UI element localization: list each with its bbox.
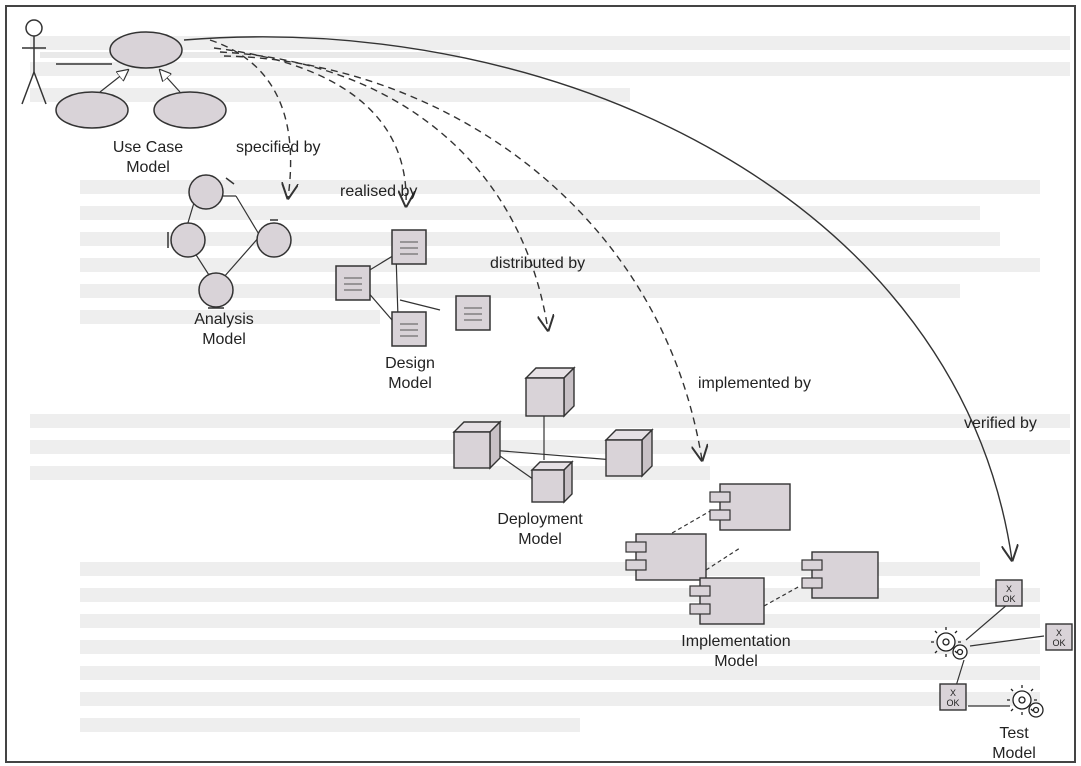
- design-class-box: [391, 311, 427, 347]
- component-box: [625, 533, 707, 581]
- deployment-model: Deployment Model: [452, 366, 654, 548]
- test-case-ok: OK: [1002, 594, 1015, 604]
- implemented-by-label: implemented by: [698, 375, 811, 392]
- specified-by-arrow: [209, 39, 291, 198]
- test-case-x: X: [950, 688, 956, 698]
- use-case-model-label-2: Model: [126, 159, 170, 176]
- use-case-ellipse: [109, 31, 183, 69]
- design-class-box: [455, 295, 491, 331]
- test-case-x: X: [1056, 628, 1062, 638]
- implementation-model-label-1: Implementation: [681, 633, 790, 650]
- realised-by-arrow: [213, 47, 406, 206]
- test-case-ok: OK: [946, 698, 959, 708]
- implemented-by-arrow: [223, 55, 702, 460]
- test-case-box: X OK: [939, 683, 967, 711]
- use-case-model-label-1: Use Case: [113, 139, 183, 156]
- specified-by-label: specified by: [236, 139, 321, 156]
- test-model: X OK X OK X OK Test: [931, 579, 1073, 762]
- use-case-ellipse: [55, 91, 129, 129]
- analysis-class: [198, 272, 234, 308]
- analysis-model-label-1: Analysis: [194, 311, 254, 328]
- use-case-ellipse: [153, 91, 227, 129]
- node-cube: [452, 420, 502, 470]
- test-model-label-1: Test: [999, 725, 1029, 742]
- realised-by-label: realised by: [340, 183, 417, 200]
- distributed-by-label: distributed by: [490, 255, 585, 272]
- design-class-box: [391, 229, 427, 265]
- test-case-x: X: [1006, 584, 1012, 594]
- node-cube: [604, 428, 654, 478]
- component-box: [801, 551, 879, 599]
- gears-icon: [931, 627, 968, 660]
- component-box: [689, 577, 765, 625]
- analysis-class: [256, 222, 292, 258]
- design-model-label-2: Model: [388, 375, 432, 392]
- use-case-model: Use Case Model: [21, 19, 227, 176]
- analysis-model-label-2: Model: [202, 331, 246, 348]
- node-cube: [530, 460, 574, 504]
- test-case-box: X OK: [1045, 623, 1073, 651]
- test-case-ok: OK: [1052, 638, 1065, 648]
- analysis-class: [188, 174, 224, 210]
- frame-border: [5, 5, 1076, 763]
- node-cube: [524, 366, 576, 418]
- deployment-model-label-1: Deployment: [497, 511, 583, 528]
- distributed-by-arrow: [219, 51, 548, 330]
- design-model: Design Model: [335, 229, 491, 392]
- test-case-box: X OK: [995, 579, 1023, 607]
- deployment-model-label-2: Model: [518, 531, 562, 548]
- analysis-model: Analysis Model: [167, 174, 292, 348]
- verified-by-label: verified by: [964, 415, 1037, 432]
- component-box: [709, 483, 791, 531]
- implementation-model: Implementation Model: [625, 483, 879, 670]
- test-model-label-2: Model: [992, 745, 1036, 762]
- implementation-model-label-2: Model: [714, 653, 758, 670]
- gears-icon: [1007, 685, 1044, 718]
- relationship-arrows: [183, 36, 1012, 560]
- design-model-label-1: Design: [385, 355, 435, 372]
- analysis-class: [170, 222, 206, 258]
- actor-icon: [21, 19, 47, 105]
- design-class-box: [335, 265, 371, 301]
- verified-by-arrow: [183, 36, 1012, 560]
